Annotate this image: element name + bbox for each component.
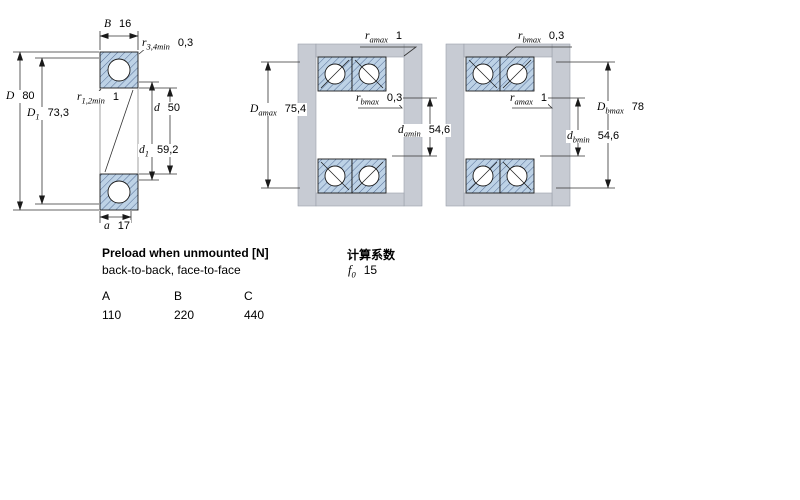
- bearing-pair: [465, 56, 535, 194]
- bearing-pair: [317, 56, 387, 194]
- single-bearing-dimensions: [13, 31, 177, 223]
- ball-top: [107, 58, 131, 82]
- calc-factor-title: 计算系数: [347, 248, 396, 262]
- preload-subtitle: back-to-back, face-to-face: [102, 263, 241, 277]
- single-bearing-drawing: [99, 51, 139, 211]
- contact-angle-line: [104, 89, 134, 173]
- ball-bottom: [107, 180, 131, 204]
- preload-col-A: A: [102, 289, 111, 303]
- preload-val-C: 440: [244, 308, 265, 322]
- preload-val-B: 220: [174, 308, 195, 322]
- face-to-face-dimensions: [505, 46, 615, 189]
- preload-title: Preload when unmounted [N]: [102, 246, 269, 260]
- face-to-face-drawing: [445, 43, 615, 207]
- preload-val-A: 110: [102, 308, 122, 322]
- preload-col-B: B: [174, 289, 183, 303]
- preload-col-C: C: [244, 289, 253, 303]
